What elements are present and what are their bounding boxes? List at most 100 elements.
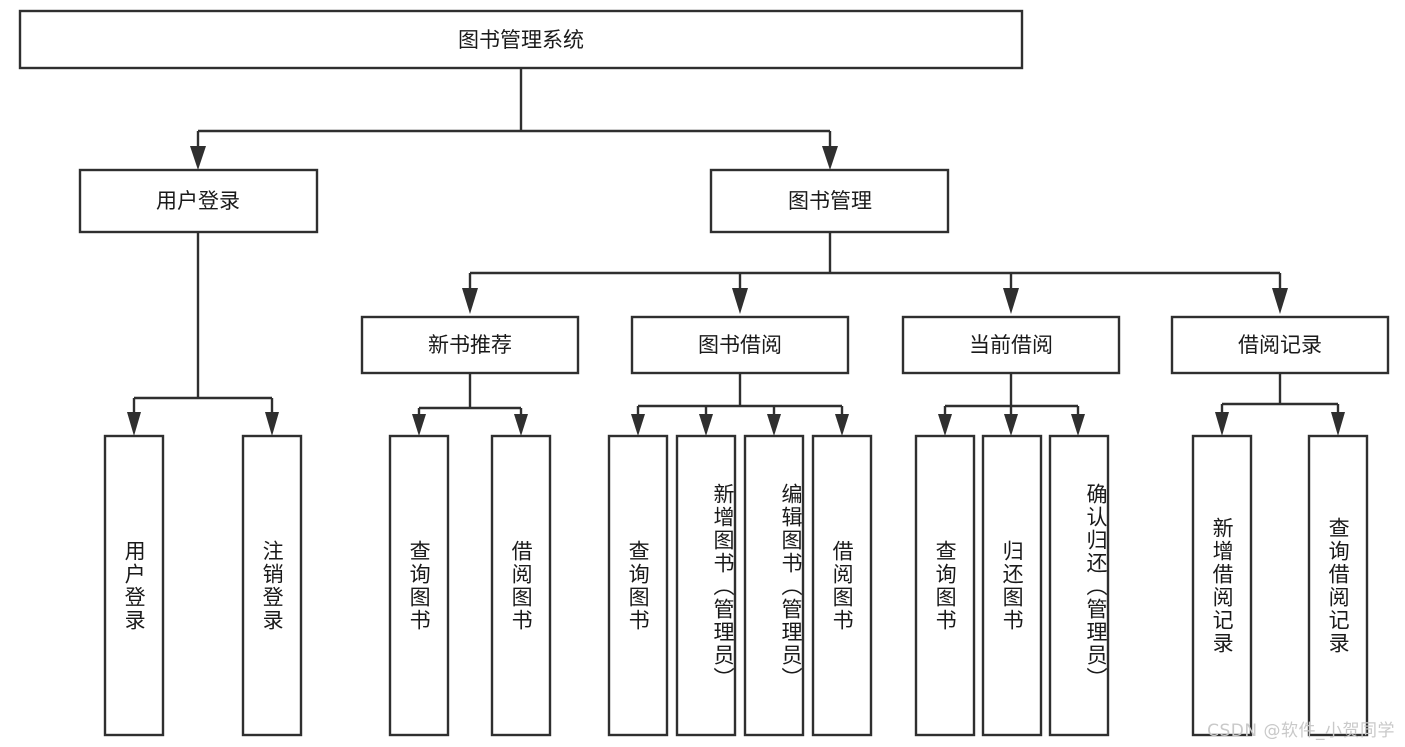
node-new-book-rec[interactable]: 新书推荐	[360, 315, 580, 375]
node-leaf-cur-return-box[interactable]	[981, 434, 1043, 737]
node-root-label: 图书管理系统	[458, 28, 584, 52]
connector-group-borrow-record	[1215, 373, 1345, 436]
node-book-borrow-box[interactable]	[630, 315, 850, 375]
node-leaf-user-login-label: 用户登录	[122, 539, 147, 632]
node-leaf-rec-borrow-box[interactable]	[490, 434, 552, 737]
node-user-login-box[interactable]	[78, 168, 319, 234]
arrow-head-current-borrow	[1003, 288, 1019, 314]
node-leaf-rec-query-box[interactable]	[388, 434, 450, 737]
arrow-head-book-borrow	[732, 288, 748, 314]
node-root[interactable]: 图书管理系统	[18, 9, 1024, 70]
node-leaf-user-login-box[interactable]	[103, 434, 165, 737]
node-leaf-borrow-query-box[interactable]	[607, 434, 669, 737]
node-leaf-user-logout[interactable]: 注销登录	[241, 434, 303, 737]
node-leaf-rec-add-textwrap: 新增借阅记录	[1210, 516, 1235, 655]
node-leaf-cur-query-box[interactable]	[914, 434, 976, 737]
arrow-head-new-book-rec	[462, 288, 478, 314]
node-leaf-borrow-add-box[interactable]	[675, 434, 737, 737]
node-leaf-user-logout-box[interactable]	[241, 434, 303, 737]
node-book-borrow-label: 图书借阅	[698, 333, 782, 357]
node-leaf-cur-return-textwrap: 归还图书	[1000, 539, 1025, 632]
node-leaf-borrow-lend[interactable]: 借阅图书	[811, 434, 873, 737]
node-leaf-cur-confirm-box[interactable]	[1048, 434, 1110, 737]
node-leaf-borrow-lend-textwrap: 借阅图书	[830, 539, 855, 632]
arrow-head-leaf-cur-query	[938, 414, 952, 436]
node-leaf-rec-add-label: 新增借阅记录	[1210, 516, 1235, 655]
node-leaf-borrow-query-label: 查询图书	[626, 539, 651, 632]
node-leaf-borrow-lend-box[interactable]	[811, 434, 873, 737]
node-current-borrow-box[interactable]	[901, 315, 1121, 375]
arrow-head-leaf-user-login	[127, 412, 141, 436]
arrow-head-leaf-cur-confirm	[1071, 414, 1085, 436]
node-current-borrow-label: 当前借阅	[969, 333, 1053, 357]
arrow-head-leaf-borrow-query	[631, 414, 645, 436]
arrow-head-leaf-borrow-add	[699, 414, 713, 436]
node-root-box[interactable]	[18, 9, 1024, 70]
node-leaf-borrow-add-textwrap: 新增图书（管理员）	[711, 483, 735, 690]
node-leaf-borrow-query[interactable]: 查询图书	[607, 434, 669, 737]
arrow-head-leaf-rec-borrow	[514, 414, 528, 436]
node-leaf-cur-confirm-label: 确认归还（管理员）	[1084, 483, 1108, 690]
node-new-book-rec-box[interactable]	[360, 315, 580, 375]
node-leaf-user-logout-textwrap: 注销登录	[260, 539, 285, 632]
node-leaf-borrow-edit-box[interactable]	[743, 434, 805, 737]
arrow-head-leaf-user-logout	[265, 412, 279, 436]
node-leaf-rec-add[interactable]: 新增借阅记录	[1191, 434, 1253, 737]
node-borrow-record[interactable]: 借阅记录	[1170, 315, 1390, 375]
node-borrow-record-label: 借阅记录	[1238, 333, 1322, 357]
node-leaf-rec-add-box[interactable]	[1191, 434, 1253, 737]
node-leaf-borrow-query-textwrap: 查询图书	[626, 539, 651, 632]
node-leaf-cur-return[interactable]: 归还图书	[981, 434, 1043, 737]
node-leaf-cur-query-label: 查询图书	[933, 539, 958, 632]
node-leaf-cur-query-textwrap: 查询图书	[933, 539, 958, 632]
arrow-head-leaf-rec-search	[1331, 412, 1345, 436]
node-leaf-borrow-edit-textwrap: 编辑图书（管理员）	[779, 483, 803, 690]
connector-group-current-borrow	[938, 373, 1085, 436]
node-leaf-cur-return-label: 归还图书	[1000, 539, 1025, 632]
node-leaf-rec-borrow[interactable]: 借阅图书	[490, 434, 552, 737]
node-leaf-rec-borrow-label: 借阅图书	[509, 539, 534, 632]
node-leaf-borrow-add[interactable]: 新增图书（管理员）	[675, 434, 737, 737]
arrow-head-book-manage	[822, 146, 838, 170]
node-book-manage[interactable]: 图书管理	[709, 168, 950, 234]
node-book-manage-label: 图书管理	[788, 189, 872, 213]
node-new-book-rec-label: 新书推荐	[428, 333, 512, 357]
node-leaf-user-login[interactable]: 用户登录	[103, 434, 165, 737]
connector-group-book-manage	[462, 232, 1288, 314]
arrow-head-leaf-cur-return	[1004, 414, 1018, 436]
node-leaf-rec-query-textwrap: 查询图书	[407, 539, 432, 632]
node-leaf-rec-search-box[interactable]	[1307, 434, 1369, 737]
arrow-head-leaf-rec-query	[412, 414, 426, 436]
node-leaf-borrow-add-label: 新增图书（管理员）	[711, 483, 735, 690]
csdn-watermark: CSDN @软件_小贺同学	[1207, 721, 1395, 741]
connector-group-new-book-rec	[412, 373, 528, 436]
node-user-login[interactable]: 用户登录	[78, 168, 319, 234]
node-user-login-label: 用户登录	[156, 189, 240, 213]
node-leaf-user-logout-label: 注销登录	[260, 539, 285, 632]
node-leaf-rec-query-label: 查询图书	[407, 539, 432, 632]
arrow-head-borrow-record	[1272, 288, 1288, 314]
node-leaf-rec-search-textwrap: 查询借阅记录	[1326, 516, 1351, 655]
node-leaf-cur-confirm-textwrap: 确认归还（管理员）	[1084, 483, 1108, 690]
node-book-borrow[interactable]: 图书借阅	[630, 315, 850, 375]
node-current-borrow[interactable]: 当前借阅	[901, 315, 1121, 375]
node-leaf-user-login-textwrap: 用户登录	[122, 539, 147, 632]
node-leaf-cur-query[interactable]: 查询图书	[914, 434, 976, 737]
node-leaf-borrow-lend-label: 借阅图书	[830, 539, 855, 632]
node-book-manage-box[interactable]	[709, 168, 950, 234]
connector-group-book-borrow	[631, 373, 849, 436]
node-borrow-record-box[interactable]	[1170, 315, 1390, 375]
node-leaf-rec-borrow-textwrap: 借阅图书	[509, 539, 534, 632]
node-leaf-rec-search-label: 查询借阅记录	[1326, 516, 1351, 655]
node-leaf-rec-search[interactable]: 查询借阅记录	[1307, 434, 1369, 737]
node-leaf-cur-confirm[interactable]: 确认归还（管理员）	[1048, 434, 1110, 737]
node-leaf-rec-query[interactable]: 查询图书	[388, 434, 450, 737]
connector-group-root	[190, 68, 838, 170]
arrow-head-user-login	[190, 146, 206, 170]
node-leaf-borrow-edit[interactable]: 编辑图书（管理员）	[743, 434, 805, 737]
connector-group-user-login	[127, 232, 279, 436]
node-leaf-borrow-edit-label: 编辑图书（管理员）	[779, 483, 803, 690]
arrow-head-leaf-borrow-lend	[835, 414, 849, 436]
